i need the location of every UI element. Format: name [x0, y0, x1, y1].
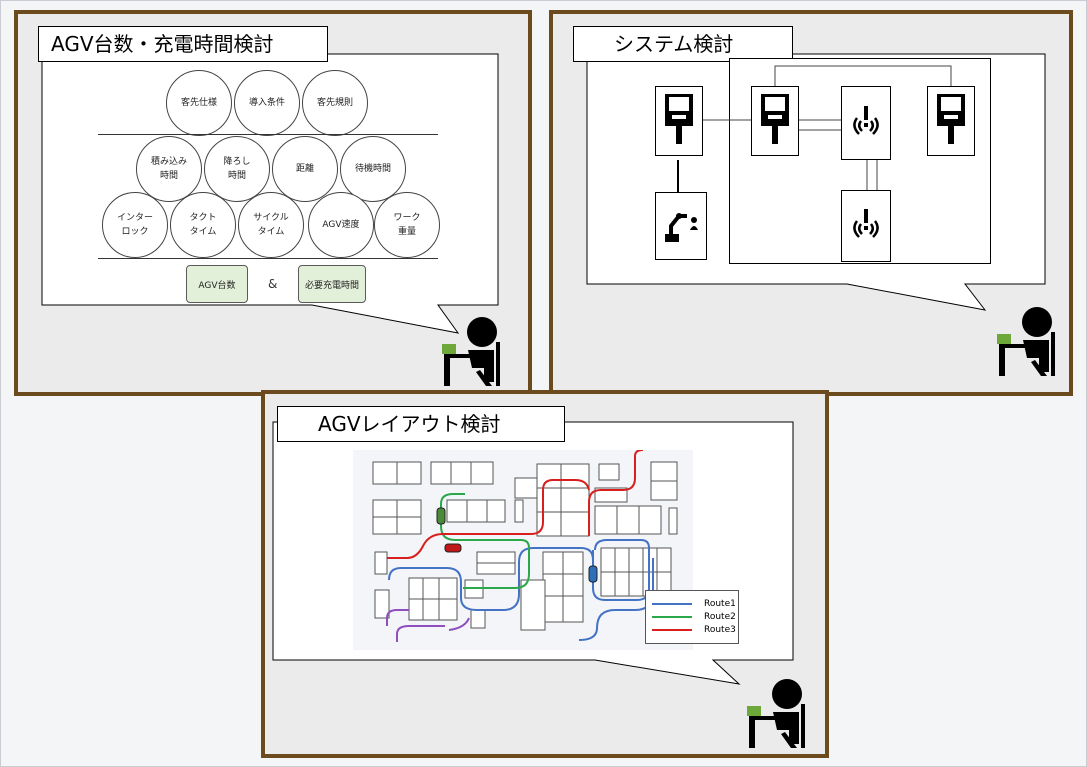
legend-item: Route1 — [652, 599, 736, 609]
legend-swatch — [652, 603, 692, 605]
legend-swatch — [652, 616, 692, 618]
result-charge-time: 必要充電時間 — [298, 265, 366, 303]
factor-circle: 距離 — [272, 136, 338, 202]
person-icon — [747, 679, 805, 748]
signal-node — [841, 190, 891, 262]
legend-label: Route3 — [704, 625, 736, 635]
layer-divider — [98, 258, 438, 259]
factor-circle: 降ろし 時間 — [204, 136, 270, 202]
terminal-icon — [936, 93, 966, 149]
terminal-node — [655, 86, 703, 156]
factor-circle: タクト タイム — [170, 192, 236, 258]
panel-system: システム検討 — [549, 10, 1073, 396]
panel-title: システム検討 — [573, 26, 793, 62]
result-agv-count: AGV台数 — [186, 265, 248, 303]
factor-circle: AGV速度 — [308, 192, 374, 258]
factor-circle: 客先規則 — [302, 70, 368, 136]
layer-divider — [98, 134, 438, 135]
robot-arm-icon — [661, 204, 701, 248]
legend-swatch — [652, 629, 692, 631]
terminal-icon — [664, 93, 694, 149]
panel-title: AGVレイアウト検討 — [277, 406, 565, 442]
panel-layout: AGVレイアウト検討 — [261, 390, 829, 758]
factor-circle: 待機時間 — [340, 136, 406, 202]
legend-label: Route1 — [704, 599, 736, 609]
factor-circle: サイクル タイム — [238, 192, 304, 258]
robot-node — [655, 192, 707, 260]
signal-beacon-icon — [849, 104, 883, 142]
panel-title: AGV台数・充電時間検討 — [38, 26, 328, 62]
person-icon — [997, 307, 1055, 376]
factor-circle: 客先仕様 — [166, 70, 232, 136]
terminal-node — [751, 86, 799, 156]
panel-agv-count: AGV台数・充電時間検討 客先仕様導入条件客先規則積み込み 時間降ろし 時間距離… — [14, 10, 532, 396]
legend-item: Route2 — [652, 612, 736, 622]
layout-map — [353, 450, 693, 650]
factor-circle: ワーク 重量 — [374, 192, 440, 258]
terminal-icon — [760, 93, 790, 149]
signal-beacon-icon — [849, 207, 883, 245]
factor-circle: 積み込み 時間 — [136, 136, 202, 202]
connection-lines — [677, 65, 952, 192]
signal-node — [841, 86, 891, 160]
ampersand: & — [268, 277, 278, 291]
legend-label: Route2 — [704, 612, 736, 622]
factor-circle: 導入条件 — [234, 70, 300, 136]
route-legend: Route1 Route2 Route3 — [645, 590, 739, 644]
legend-item: Route3 — [652, 625, 736, 635]
person-icon — [442, 317, 500, 386]
terminal-node — [927, 86, 975, 156]
factor-circle: インター ロック — [102, 192, 168, 258]
